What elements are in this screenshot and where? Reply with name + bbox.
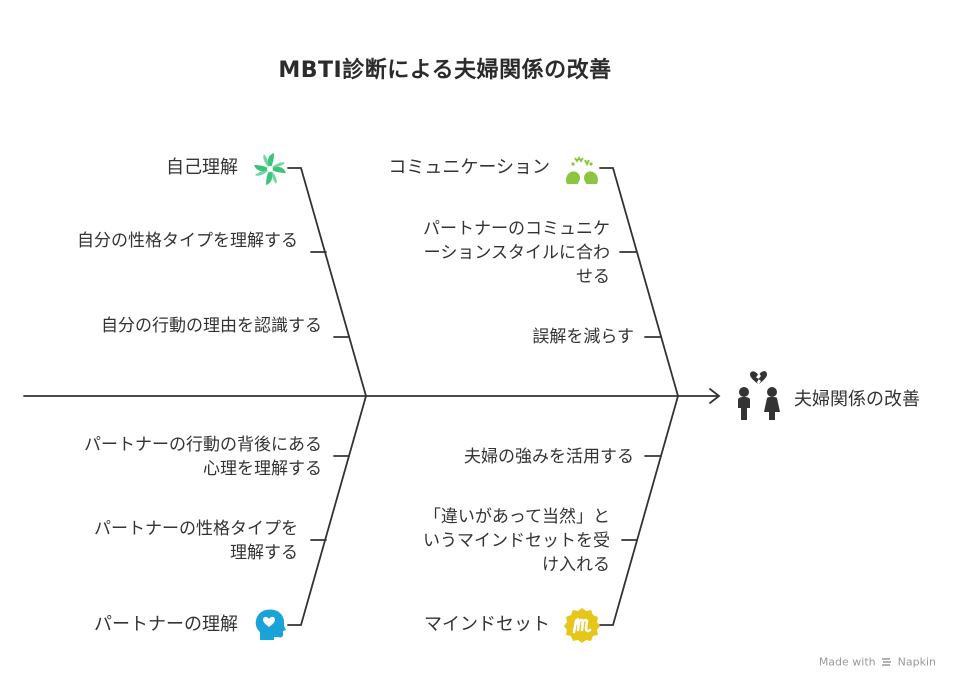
napkin-logo-icon [882,658,892,666]
diagram-title: MBTI診断による夫婦関係の改善 [278,58,612,83]
bone-mindset [599,395,679,626]
m-badge-icon [564,608,600,643]
category-label-communication: コミュニケーション [388,157,550,178]
category-label-self-understanding: 自己理解 [166,157,238,178]
cause-comm-1: パートナーのコミュニケーションスタイルに合わせる [423,219,610,287]
spine-arrowhead [709,388,721,404]
head-with-heart-icon [255,609,286,640]
cause-comm-2: 誤解を減らす [532,327,634,347]
footer-credit: Made with Napkin [819,655,936,669]
cause-partner-2: パートナーの性格タイプを理解する [94,519,298,563]
category-label-mindset: マインドセット [424,614,550,635]
footer-brand: Napkin [897,655,936,669]
two-heads-talking-icon [566,156,598,184]
bone-self-understanding [287,167,367,397]
bone-communication [599,167,679,397]
cause-self-2: 自分の行動の理由を認識する [101,316,322,336]
cause-mind-1: 夫婦の強みを活用する [464,447,634,467]
cause-partner-1: パートナーの行動の背後にある心理を理解する [84,435,322,479]
bone-partner-understanding [287,395,367,626]
effect-label: 夫婦関係の改善 [794,389,920,410]
category-label-partner-understanding: パートナーの理解 [94,614,238,635]
cause-self-1: 自分の性格タイプを理解する [77,231,298,251]
couple-broken-heart-icon [738,371,780,420]
cause-mind-2: 「違いがあって当然」というマインドセットを受け入れる [423,507,610,575]
swirl-flower-icon [254,153,286,185]
footer-text: Made with [818,655,876,669]
